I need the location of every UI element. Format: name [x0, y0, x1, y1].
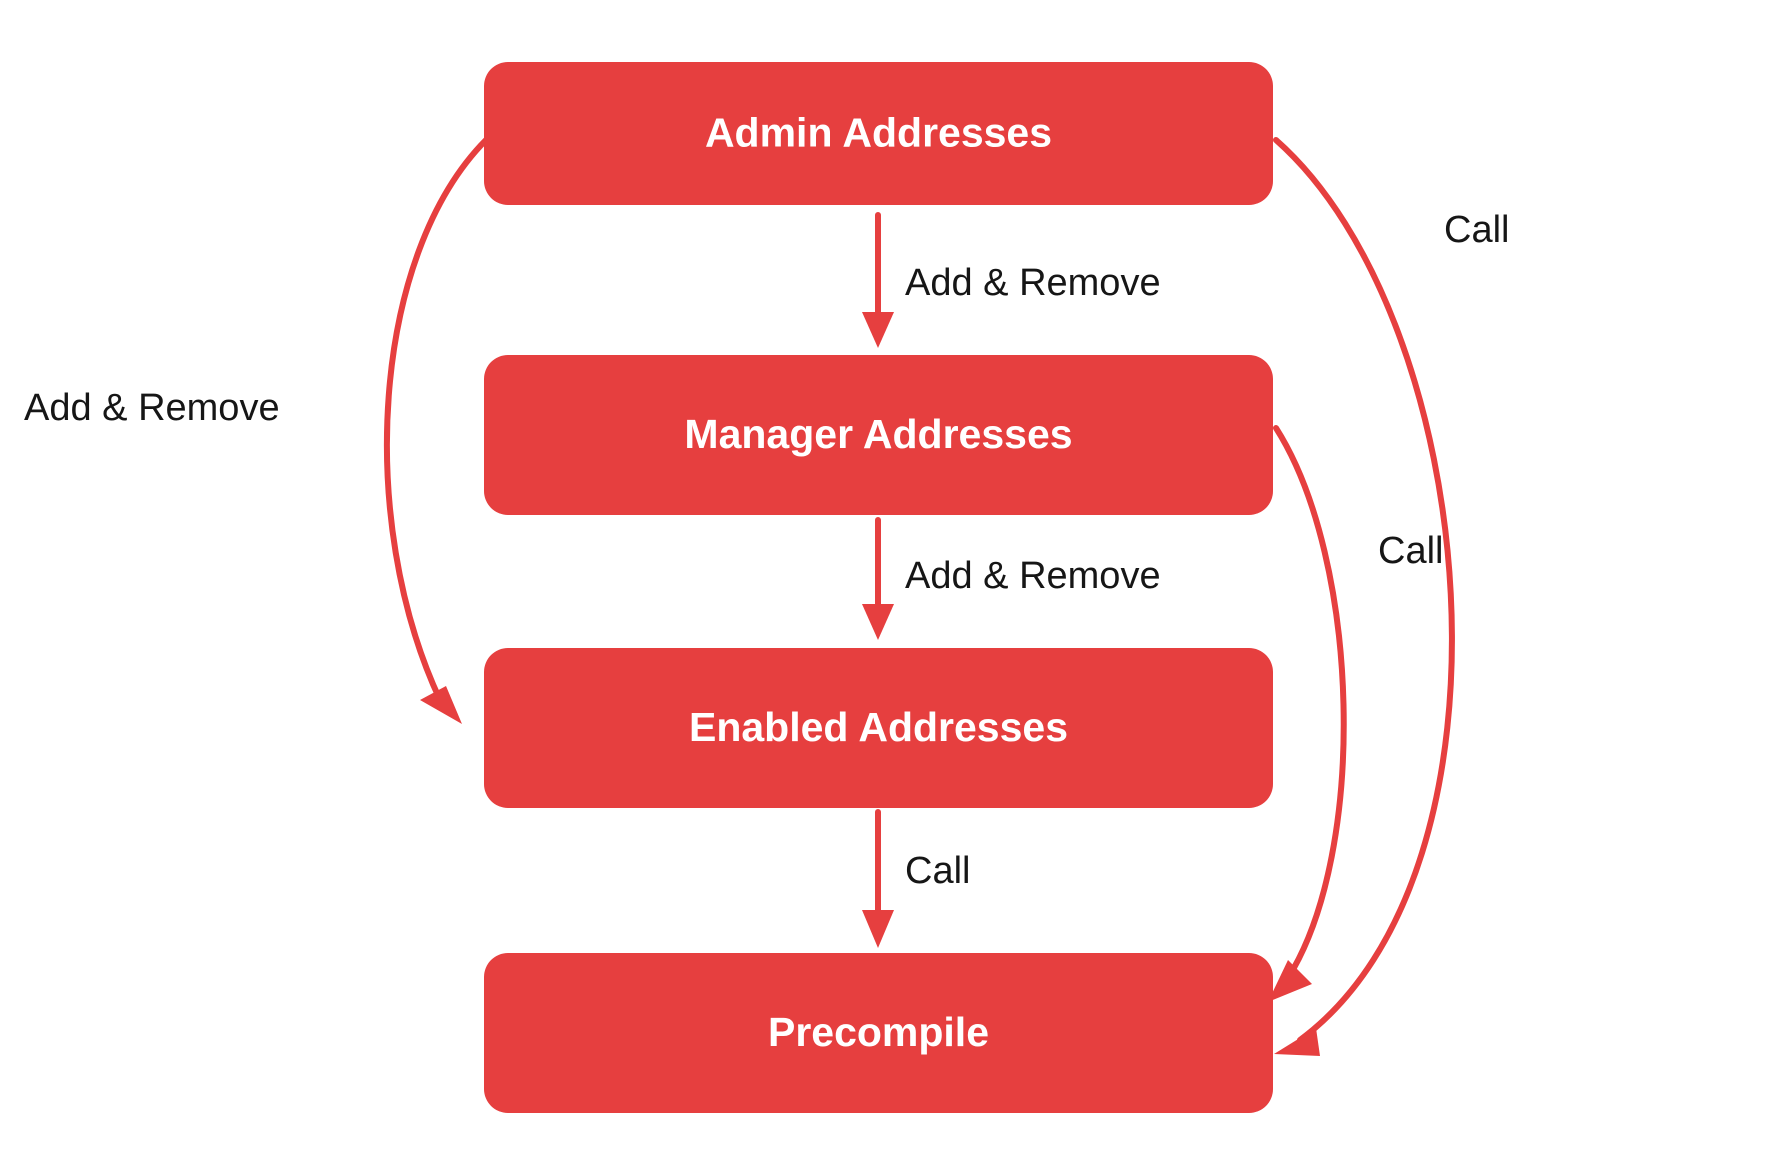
arrowhead-admin-to-manager — [862, 312, 894, 348]
edge-label-admin-to-manager: Add & Remove — [905, 262, 1161, 304]
arrowhead-manager-to-enabled — [862, 604, 894, 640]
node-label-manager: Manager Addresses — [684, 411, 1072, 457]
arrowhead-admin-to-precompile — [1274, 1028, 1320, 1056]
edge-label-admin-to-precompile: Call — [1444, 209, 1509, 251]
arrowhead-manager-to-precompile — [1268, 960, 1312, 1002]
node-precompile[interactable]: Precompile — [484, 953, 1273, 1113]
edges-layer — [383, 137, 1455, 1056]
node-box-precompile[interactable] — [484, 953, 1273, 1113]
edge-label-manager-to-precompile: Call — [1378, 530, 1443, 572]
edge-admin-to-precompile — [1273, 137, 1455, 1043]
node-label-admin: Admin Addresses — [705, 109, 1052, 155]
edge-manager-to-precompile — [1273, 425, 1347, 981]
node-box-manager[interactable] — [484, 355, 1273, 515]
edge-admin-to-enabled — [383, 137, 489, 703]
edge-label-enabled-to-precompile: Call — [905, 850, 970, 892]
node-manager[interactable]: Manager Addresses — [484, 355, 1273, 515]
arrowhead-admin-to-enabled — [420, 686, 462, 724]
node-box-enabled[interactable] — [484, 648, 1273, 808]
node-admin[interactable]: Admin Addresses — [484, 62, 1273, 205]
node-enabled[interactable]: Enabled Addresses — [484, 648, 1273, 808]
arrowhead-enabled-to-precompile — [862, 910, 894, 948]
edge-label-admin-to-enabled: Add & Remove — [24, 387, 280, 429]
node-label-precompile: Precompile — [768, 1009, 989, 1055]
node-box-admin[interactable] — [484, 62, 1273, 205]
edge-label-manager-to-enabled: Add & Remove — [905, 555, 1161, 597]
node-label-enabled: Enabled Addresses — [689, 704, 1068, 750]
